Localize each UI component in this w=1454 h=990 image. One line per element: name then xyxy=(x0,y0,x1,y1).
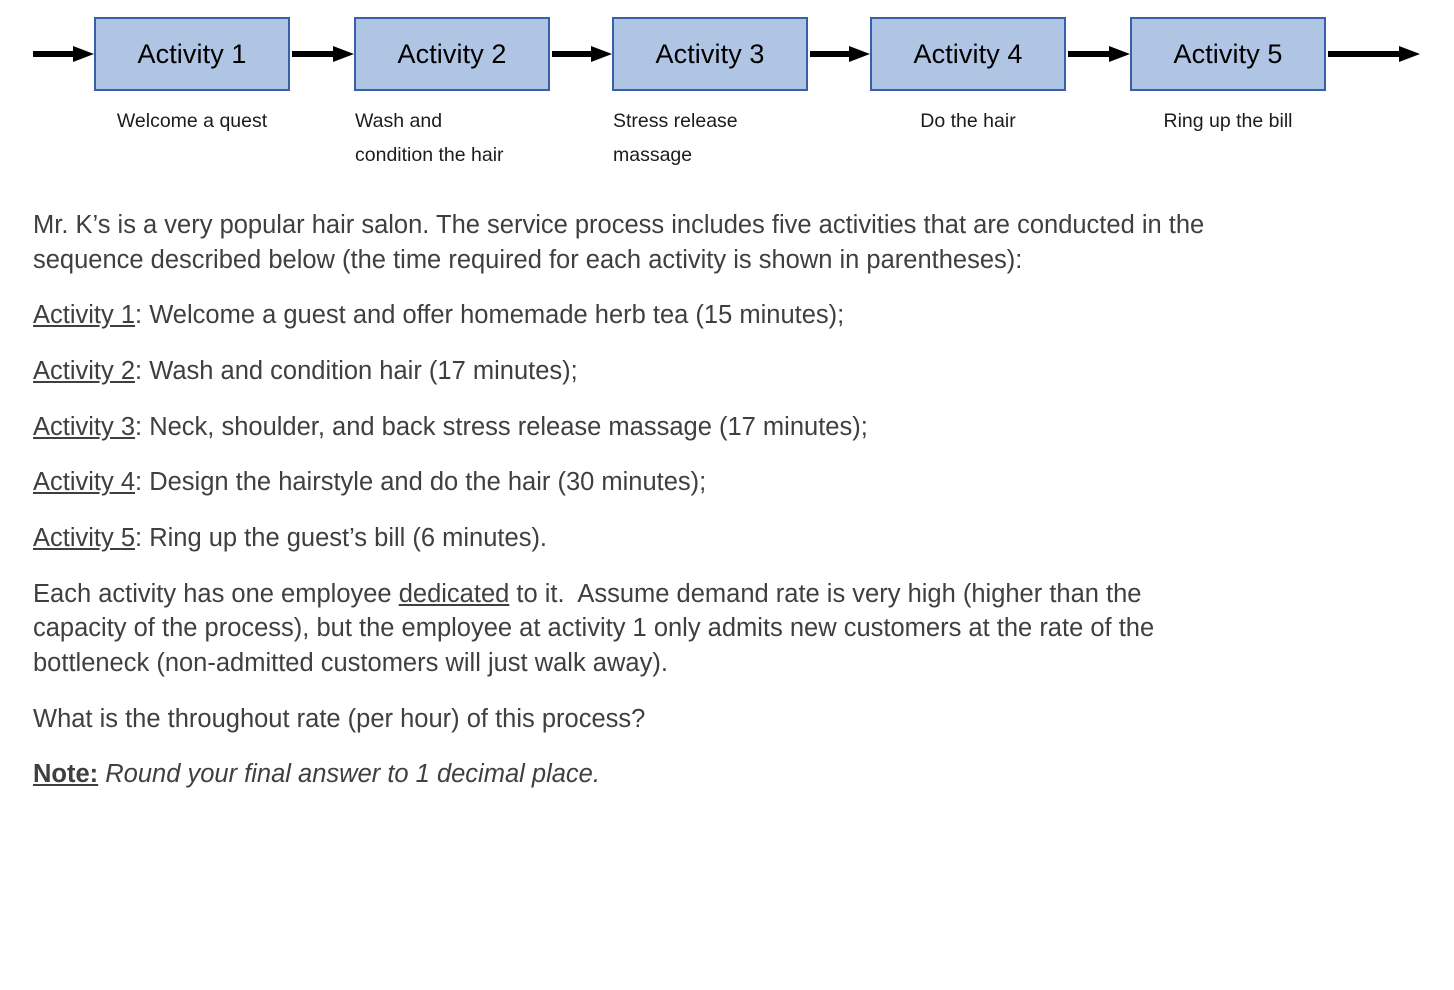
flow-node-activity-4: Activity 4 xyxy=(870,17,1066,91)
activity-description: : Wash and condition hair (17 minutes); xyxy=(135,357,578,386)
question-body: Mr. K’s is a very popular hair salon. Th… xyxy=(33,208,1213,813)
flow-arrow-1-to-2 xyxy=(292,46,354,62)
flow-caption-activity-2: Wash and condition the hair xyxy=(355,110,504,166)
question-intro: Mr. K’s is a very popular hair salon. Th… xyxy=(33,211,1205,274)
flow-caption-activity-5: Ring up the bill xyxy=(1163,110,1293,132)
flow-arrow-outbound xyxy=(1328,46,1420,62)
assumption-emphasis: dedicated xyxy=(398,579,510,608)
flow-node-label: Activity 3 xyxy=(655,38,765,69)
note-label: Note: xyxy=(33,760,99,789)
activity-item-2: Activity 2: Wash and condition hair (17 … xyxy=(33,354,1213,389)
assumption-paragraph: Each activity has one employee dedicated… xyxy=(33,577,1213,681)
flow-node-label: Activity 1 xyxy=(137,38,247,69)
activity-name: Activity 1 xyxy=(33,301,136,330)
activity-description: : Design the hairstyle and do the hair (… xyxy=(135,468,707,497)
activity-description: : Welcome a guest and offer homemade her… xyxy=(135,301,845,330)
activity-item-5: Activity 5: Ring up the guest’s bill (6 … xyxy=(33,521,1213,556)
activity-item-4: Activity 4: Design the hairstyle and do … xyxy=(33,465,1213,500)
activity-name: Activity 4 xyxy=(33,468,136,497)
activity-name: Activity 5 xyxy=(33,524,136,553)
flow-node-activity-2: Activity 2 xyxy=(354,17,550,91)
flow-node-label: Activity 4 xyxy=(913,38,1023,69)
note-text: Round your final answer to 1 decimal pla… xyxy=(98,760,600,789)
question-prompt: What is the throughout rate (per hour) o… xyxy=(33,704,646,733)
flow-arrow-3-to-4 xyxy=(810,46,870,62)
activity-item-3: Activity 3: Neck, shoulder, and back str… xyxy=(33,410,1213,445)
flow-arrow-inbound xyxy=(33,46,94,62)
activity-name: Activity 3 xyxy=(33,412,136,441)
process-flow-diagram: Activity 1 Welcome a quest Activity 2 Wa… xyxy=(0,0,1454,180)
flow-node-label: Activity 5 xyxy=(1173,38,1283,69)
flow-caption-activity-3: Stress release massage xyxy=(613,110,738,166)
flow-arrow-4-to-5 xyxy=(1068,46,1130,62)
assumption-text-part1: Each activity has one employee xyxy=(33,579,399,608)
rounding-note: Note: Round your final answer to 1 decim… xyxy=(33,757,1213,792)
flow-caption-activity-4: Do the hair xyxy=(920,110,1016,132)
flow-node-activity-5: Activity 5 xyxy=(1130,17,1326,91)
flow-node-activity-1: Activity 1 xyxy=(94,17,290,91)
assumption-text-part2: to it. Assume demand rate is very high (… xyxy=(33,579,1162,678)
flow-node-label: Activity 2 xyxy=(397,38,507,69)
flow-arrow-2-to-3 xyxy=(552,46,612,62)
activity-description: : Neck, shoulder, and back stress releas… xyxy=(135,412,868,441)
activity-name: Activity 2 xyxy=(33,357,136,386)
flow-node-activity-3: Activity 3 xyxy=(612,17,808,91)
flow-caption-activity-1: Welcome a quest xyxy=(116,110,268,132)
activity-description: : Ring up the guest’s bill (6 minutes). xyxy=(135,524,548,553)
activity-item-1: Activity 1: Welcome a guest and offer ho… xyxy=(33,298,1213,333)
